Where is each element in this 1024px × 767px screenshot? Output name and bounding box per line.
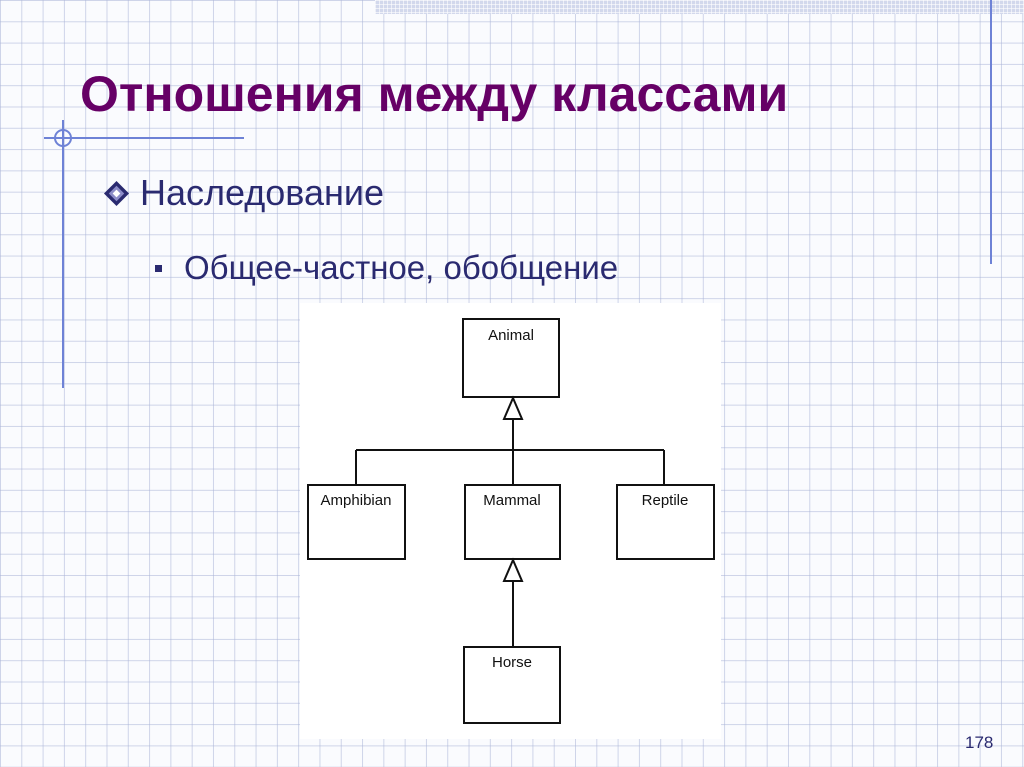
decorative-circle <box>54 129 72 147</box>
inheritance-arrow-animal <box>502 395 524 420</box>
class-label-mammal: Mammal <box>483 492 541 509</box>
class-label-horse: Horse <box>492 654 532 671</box>
bullet-level-2-text: Общее-частное, обобщение <box>184 249 619 286</box>
bullet-level-1: Наследование <box>103 172 384 214</box>
page-number: 178 <box>965 733 994 752</box>
bullet-level-2: Общее-частное, обобщение <box>155 249 618 287</box>
class-label-animal: Animal <box>488 327 534 344</box>
slide-title: Отношения между классами <box>80 66 789 122</box>
decorative-right-vertical-line <box>990 0 992 264</box>
class-box-reptile <box>616 484 715 560</box>
decorative-left-vertical-line <box>62 120 64 388</box>
decorative-header-band <box>375 0 1024 14</box>
class-label-reptile: Reptile <box>642 492 689 509</box>
diamond-bullet-icon <box>103 180 130 206</box>
decorative-horizontal-line <box>44 137 244 139</box>
uml-class-diagram: Animal Amphibian Mammal Reptile Horse <box>300 303 721 739</box>
square-bullet-icon <box>155 264 162 272</box>
bullet-level-1-text: Наследование <box>140 172 385 213</box>
class-box-animal <box>462 318 560 398</box>
class-label-amphibian: Amphibian <box>321 492 392 509</box>
inheritance-arrow-mammal <box>502 557 524 582</box>
